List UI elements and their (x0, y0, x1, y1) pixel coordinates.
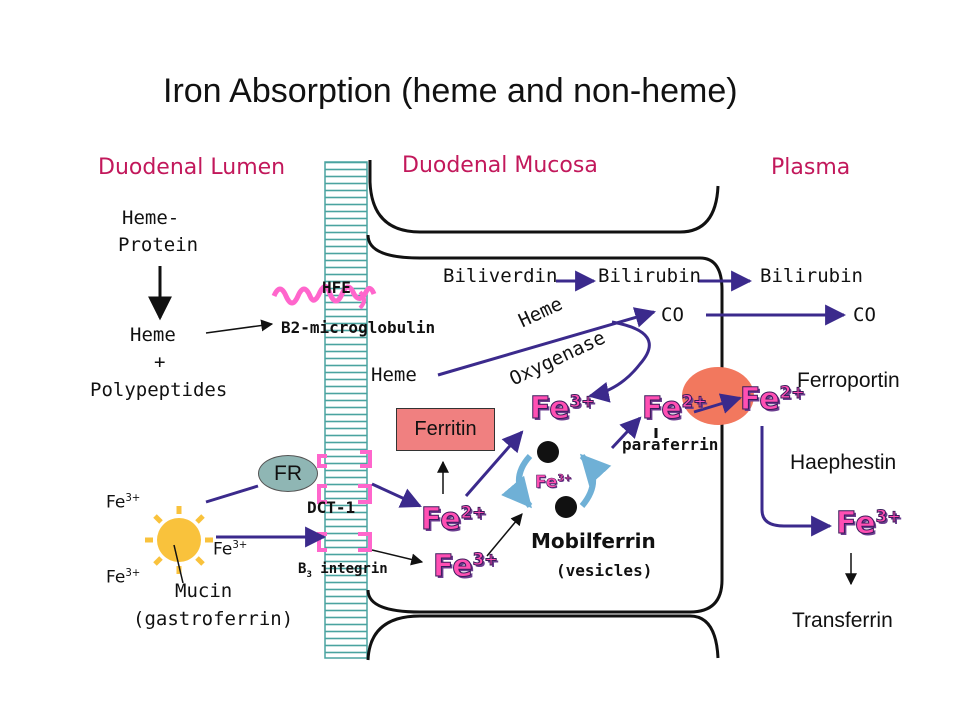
plasma-fe3: Fe3+ (836, 506, 902, 541)
co-plasma-label: CO (853, 304, 876, 326)
mobilferrin-cycle-left (501, 453, 533, 509)
heme-protein-line2: Protein (118, 234, 199, 256)
page-title: Iron Absorption (heme and non-heme) (163, 72, 738, 110)
integrin-to-fe3-arrow (371, 549, 424, 566)
b2-microglobulin-label: B2-microglobulin (281, 318, 436, 337)
mobilferrin-vesicle-top (537, 441, 559, 463)
co-cell-label: CO (661, 304, 684, 326)
ferroportin-fe2: Fe2+ (740, 382, 806, 417)
heme-cell-label: Heme (371, 364, 417, 386)
bilirubin-plasma-label: Bilirubin (760, 265, 863, 287)
region-mucosa: Duodenal Mucosa (402, 153, 598, 178)
heme-to-hfe-arrow (205, 319, 274, 334)
fe3-to-mobilferrin-arrow (486, 513, 523, 557)
heme-oxygenase-fe-arrow (587, 320, 651, 403)
paraferrin-label: paraferrin (622, 435, 719, 454)
mobilferrin-cycle-right (579, 453, 612, 508)
fr-receptor: FR (258, 455, 318, 492)
region-lumen: Duodenal Lumen (98, 155, 286, 180)
brush-border-membrane (324, 161, 368, 659)
upper-cell-outline (368, 160, 720, 234)
lumen-fe3-middle: Fe3+ (213, 539, 248, 560)
heme-protein-line1: Heme- (122, 207, 180, 229)
central-cell-outline (366, 234, 724, 614)
ferroportin-label: Ferroportin (797, 369, 900, 392)
mobilferrin-vesicle-bottom (555, 496, 577, 518)
hfe-receptor-icon (271, 284, 377, 306)
lumen-fe3-bottom: Fe3+ (106, 567, 141, 588)
bilirubin-cell-label: Bilirubin (598, 265, 701, 287)
cell-fe3-top: Fe3+ (530, 391, 596, 426)
cell-fe3-entry: Fe3+ (433, 549, 499, 584)
cell-fe2-paraferrin: Fe2+ (642, 391, 708, 426)
region-plasma: Plasma (771, 155, 851, 180)
dct1-to-fe2-arrow (371, 482, 422, 508)
gastroferrin-label: (gastroferrin) (133, 608, 294, 630)
fe2-to-fe2-arrow (693, 393, 743, 414)
haephestin-label: Haephestin (790, 451, 897, 474)
vesicles-label: (vesicles) (556, 561, 653, 580)
biliverdin-label: Biliverdin (443, 265, 558, 287)
lumen-fe3-top: Fe3+ (106, 492, 141, 513)
mobilferrin-fe3: Fe3+ (535, 472, 572, 493)
polypeptides-label: Polypeptides (90, 379, 228, 401)
fe2-to-mobilferrin-arrow (464, 430, 524, 497)
dct1-transporter-icon (317, 484, 372, 504)
fr-transporter-icon (317, 450, 372, 468)
lower-cell-outline (366, 614, 720, 661)
fe3-to-fr-arrow (205, 484, 259, 504)
dct1-label: DCT-1 (307, 498, 356, 517)
plus-label: + (154, 351, 166, 373)
mucin-label: Mucin (175, 580, 233, 602)
b3-integrin-label: B3 integrin (298, 561, 388, 580)
fr-label: FR (274, 461, 302, 485)
transferrin-label: Transferrin (792, 609, 893, 632)
mobilferrin-label: Mobilferrin (531, 529, 656, 553)
mucin-sun-icon (145, 506, 213, 574)
ferritin-box: Ferritin (396, 408, 495, 451)
heme-label: Heme (130, 324, 176, 346)
mobilferrin-to-paraferrin-arrow (610, 416, 642, 450)
mucin-pointer (173, 544, 184, 584)
ferritin-label: Ferritin (414, 418, 477, 440)
ferroportin-to-fe3-arrow (760, 426, 833, 537)
hfe-label: HFE (322, 278, 351, 297)
cell-fe2-entry: Fe2+ (421, 502, 487, 537)
b2m-receptor-icon (358, 290, 366, 310)
